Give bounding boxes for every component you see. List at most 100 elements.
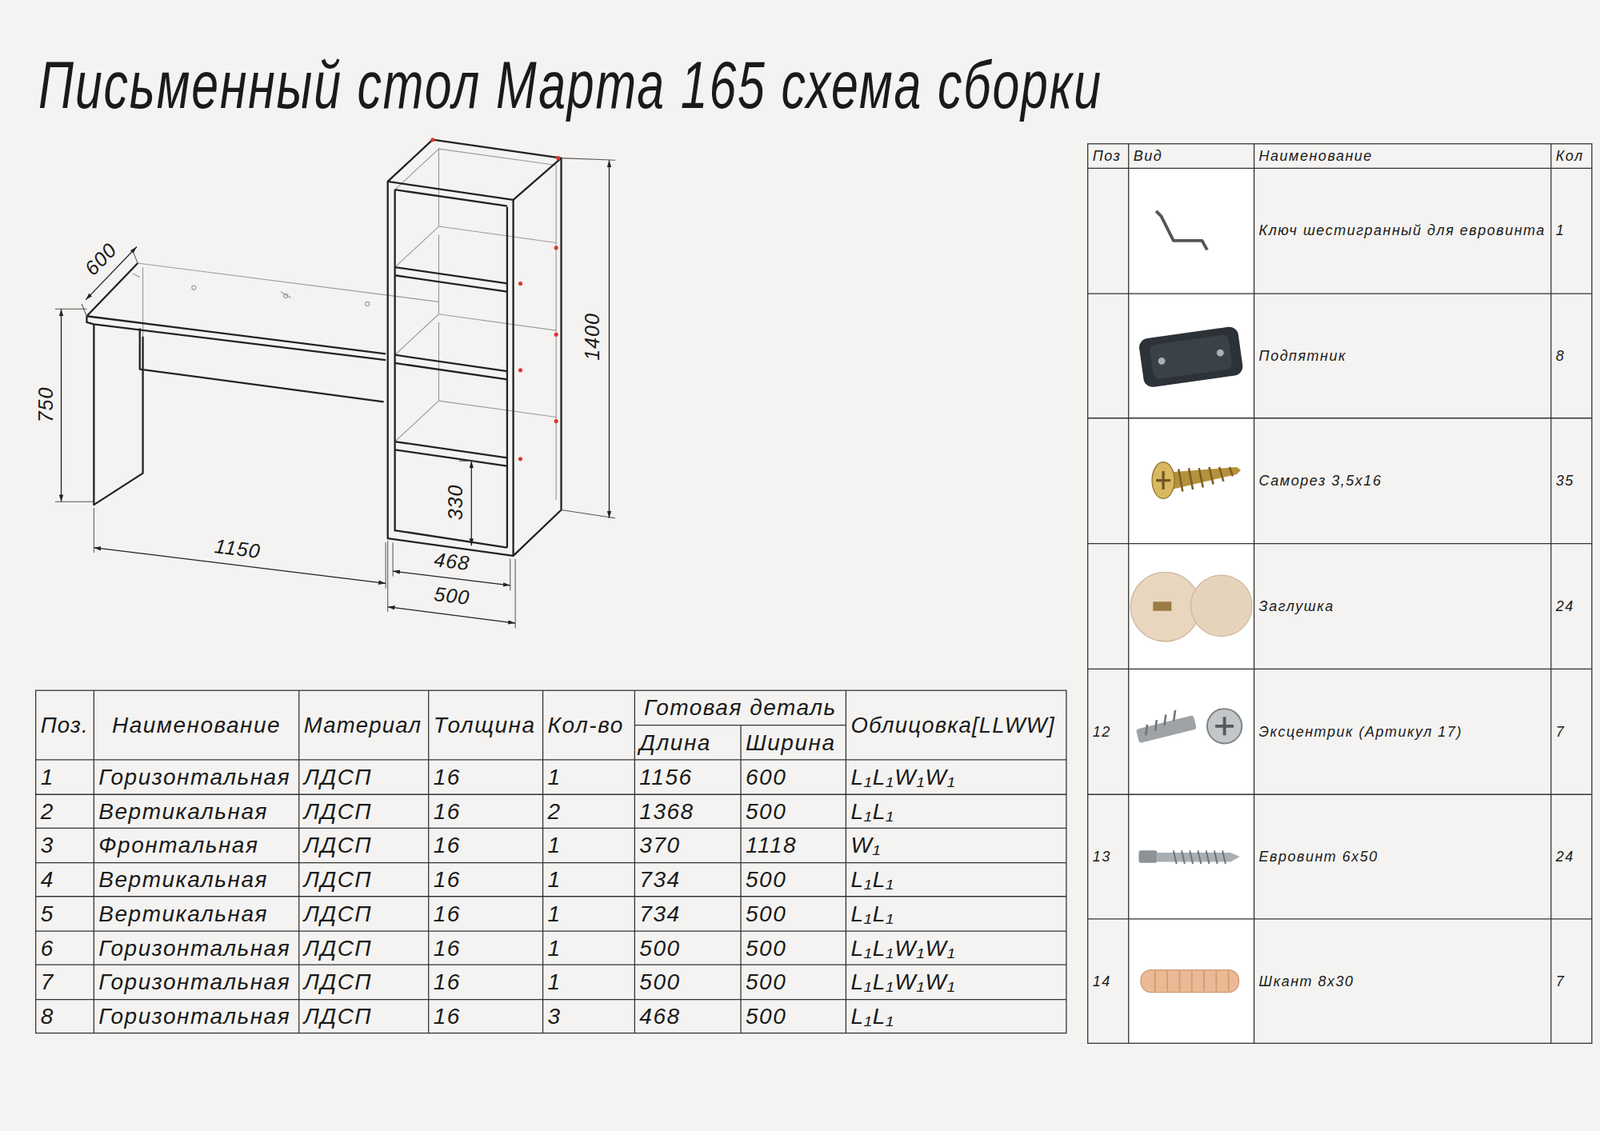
dimension-lines <box>392 571 511 586</box>
table-cell-box: 500 <box>740 896 846 932</box>
table-cell-box: 500 <box>740 795 846 829</box>
shelf-illustration <box>393 189 396 532</box>
table-cell-box: 6 <box>36 932 95 966</box>
shelf-illustration <box>388 137 562 556</box>
table-cell-box: Длина <box>634 725 741 760</box>
shelf-illustration <box>554 332 559 337</box>
hardware-name: Шкант 8х30 <box>1259 973 1355 991</box>
table-cell-box: 24 <box>1551 544 1592 670</box>
table-cell-box: L₁L₁ <box>845 795 1067 829</box>
dimension-lines <box>61 160 610 624</box>
table-cell-box: Наименование <box>1254 144 1552 169</box>
table-cell: 1 <box>548 764 562 791</box>
hardware-pictures <box>1140 970 1239 993</box>
table-cell: W₁ <box>850 832 881 859</box>
quantity: 7 <box>1556 724 1566 741</box>
table-cell-box: 500 <box>634 932 741 966</box>
table-cell: 16 <box>433 901 461 928</box>
quantity: 1 <box>1556 222 1566 240</box>
table-cell-box: L₁L₁W₁W₁ <box>845 965 1067 1000</box>
table-cell: ЛДСП <box>304 832 372 859</box>
hardware-table-grid <box>1088 144 1592 1044</box>
table-cell: 16 <box>433 799 461 825</box>
table-cell-box: ЛДСП <box>299 795 429 829</box>
desk-illustration <box>86 316 94 324</box>
table-cell: 1368 <box>639 799 694 825</box>
hardware-pictures <box>1129 169 1253 1043</box>
dimension-label: 330 <box>444 484 465 520</box>
hardware-name: Подпятник <box>1259 348 1347 365</box>
table-cell-box: 1156 <box>634 760 741 795</box>
table-cell-box: 24 <box>1551 795 1592 920</box>
table-cell-box: 500 <box>740 965 846 1000</box>
table-header: Наименование <box>1259 148 1373 165</box>
table-cell: 500 <box>745 936 787 962</box>
table-cell-box: 35 <box>1551 418 1592 544</box>
table-cell-box: 1 <box>543 965 636 1000</box>
hardware-table-grid <box>1088 794 1592 796</box>
dimension-lines <box>471 460 472 546</box>
table-cell-box: 12 <box>1088 669 1129 796</box>
table-cell: 734 <box>639 867 680 893</box>
hardware-pictures <box>1129 796 1253 919</box>
table-cell: 1 <box>548 832 562 859</box>
table-cell: L₁L₁ <box>850 867 895 893</box>
table-header: Кол-во <box>548 712 624 739</box>
table-cell-box: ЛДСП <box>299 932 429 966</box>
desk-illustration <box>86 316 386 354</box>
table-cell-box: 16 <box>428 795 544 829</box>
hardware-table-grid <box>1088 668 1592 670</box>
table-cell: ЛДСП <box>304 764 372 791</box>
table-cell-box: 500 <box>740 863 846 897</box>
hardware-pictures <box>1207 708 1242 744</box>
hardware-pictures <box>1138 850 1157 863</box>
table-cell-box: 8 <box>36 1000 95 1034</box>
table-cell-box: 3 <box>36 828 95 864</box>
table-cell-box: 16 <box>428 760 544 795</box>
hardware-table-grid <box>1088 543 1592 544</box>
table-cell-box: 16 <box>428 828 544 864</box>
table-cell-box: 1368 <box>634 795 741 829</box>
hardware-pictures <box>1152 462 1241 500</box>
table-cell: Горизонтальная <box>98 1004 291 1030</box>
shelf-illustration <box>518 368 523 372</box>
position-number: 14 <box>1092 973 1112 991</box>
table-header: Вид <box>1133 148 1163 165</box>
quantity: 24 <box>1556 598 1575 616</box>
table-cell: L₁L₁ <box>850 799 895 825</box>
table-cell-box: Вертикальная <box>93 795 299 829</box>
table-cell-box: Вид <box>1128 144 1255 169</box>
table-header: Толщина <box>433 712 536 739</box>
hardware-pictures <box>1138 325 1244 388</box>
hardware-table-grid <box>1550 144 1552 1044</box>
shelf-illustration <box>438 148 556 165</box>
parts-table-grid <box>634 690 636 1033</box>
table-cell-box: Кол-во <box>543 691 636 761</box>
table-cell-box: Облицовка[LLWW] <box>845 691 1067 761</box>
table-cell-box: 1 <box>543 932 636 966</box>
quantity: 35 <box>1556 472 1575 490</box>
position-number: 4 <box>40 867 55 893</box>
table-cell-box: 7 <box>36 965 95 1000</box>
table-cell-box: Горизонтальная <box>93 932 299 966</box>
shelf-illustration <box>438 400 556 417</box>
table-cell: 1118 <box>745 832 797 859</box>
table-cell: 16 <box>433 1004 461 1030</box>
table-cell-box: 370 <box>634 828 741 864</box>
hardware-table-grid <box>1088 168 1592 169</box>
table-cell: ЛДСП <box>304 799 372 825</box>
table-cell-box: 1 <box>1551 168 1592 294</box>
table-cell-box: 734 <box>634 896 741 932</box>
table-cell-box: Поз. <box>36 691 95 761</box>
table-cell-box: Саморез 3,5х16 <box>1254 418 1552 544</box>
table-cell: Вертикальная <box>98 867 268 893</box>
page-title: Письменный стол Марта 165 схема сборки <box>38 46 1103 124</box>
table-cell-box: 2 <box>543 795 636 829</box>
table-cell-box: 1 <box>36 760 95 795</box>
parts-table-grid <box>36 999 1067 1000</box>
table-cell-box: 14 <box>1088 919 1129 1044</box>
dimension-lines <box>608 160 610 519</box>
table-cell-box: L₁L₁ <box>845 896 1067 932</box>
table-cell-box: 1 <box>543 828 636 864</box>
table-cell-box: Кол <box>1551 144 1592 169</box>
